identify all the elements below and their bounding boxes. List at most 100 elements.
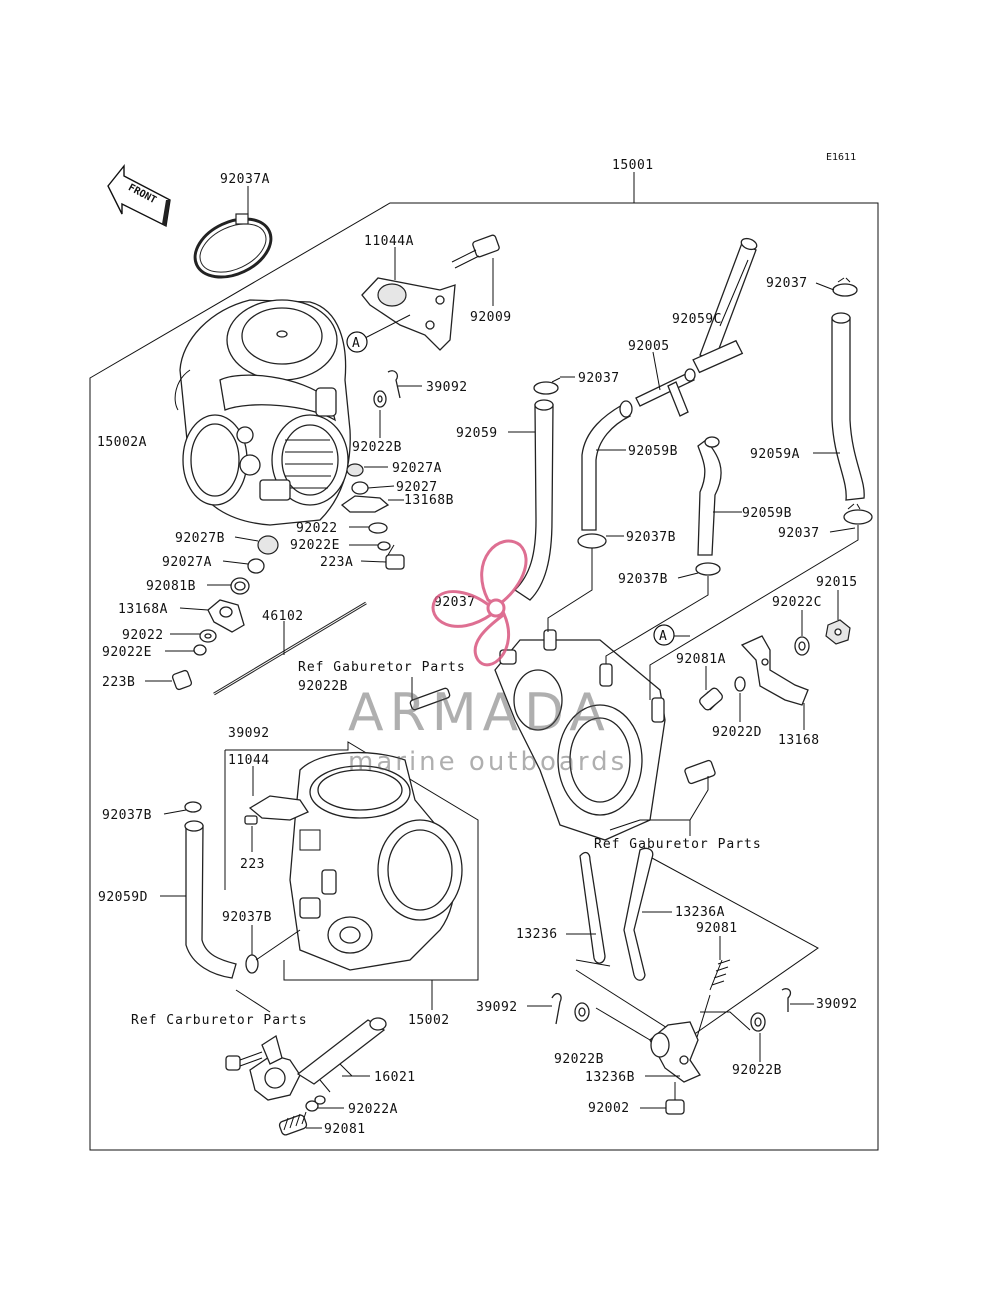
marker-a-2-label: A [659, 629, 667, 644]
label-92022E-left: 92022E [102, 645, 152, 660]
label-92022B-top: 92022B [352, 440, 402, 455]
label-39092-b1: 39092 [476, 1000, 518, 1015]
front-arrow-icon: FRONT [107, 164, 171, 228]
leader-223A [360, 560, 387, 563]
label-223: 223 [240, 857, 265, 872]
marker-a-1-label: A [352, 336, 360, 351]
ref-label-2: Ref Gaburetor Parts [594, 837, 762, 852]
label-92022C: 92022C [772, 595, 822, 610]
watermark-tagline: marine outboards [348, 747, 627, 777]
nut-92015-part [825, 619, 851, 645]
clamp-92037-top-part [832, 277, 858, 297]
leader-ref3-a [235, 989, 271, 1013]
label-13168A: 13168A [118, 602, 168, 617]
label-92022D: 92022D [712, 725, 762, 740]
label-11044: 11044 [228, 753, 270, 768]
leader-92037-right [829, 527, 856, 533]
link-13236-part [579, 851, 606, 964]
leader-hose-to-body-2 [605, 576, 709, 664]
label-223A: 223A [320, 555, 353, 570]
label-92022-left: 92022 [122, 628, 164, 643]
label-13236B: 13236B [585, 1070, 635, 1085]
label-92027A-top: 92027A [392, 461, 442, 476]
marker-a-1 [346, 331, 368, 353]
bolt-ref3-part [225, 1051, 263, 1071]
screw-92002-part [665, 1099, 685, 1115]
carburetor-15002-part [224, 741, 479, 981]
label-11044A: 11044A [364, 234, 414, 249]
propeller-logo-icon [431, 539, 528, 667]
washer-92022A-part [305, 1095, 326, 1112]
ref-label-3: Ref Carburetor Parts [131, 1013, 308, 1028]
spring-92081B-part [230, 577, 250, 595]
shaft-46102-part [213, 601, 367, 696]
carburetor-15002A-part [174, 299, 351, 526]
label-92037B-4: 92037B [222, 910, 272, 925]
washer-92022-left-part [199, 629, 217, 643]
ref-label-1: Ref Gaburetor Parts [298, 660, 466, 675]
label-13236: 13236 [516, 927, 558, 942]
label-92022A: 92022A [348, 1102, 398, 1117]
label-92027A-left: 92027A [162, 555, 212, 570]
leader-hose-to-body-3 [649, 525, 859, 700]
bolt-ref1-part [409, 687, 451, 711]
bolt-92009-part [451, 234, 500, 269]
clamp-92037-right-part [843, 503, 873, 525]
label-92037B-2: 92037B [618, 572, 668, 587]
spring-92081-bottom-part [278, 1111, 308, 1136]
cap-92027A-left-part [247, 558, 265, 574]
hose-92059D-part [184, 820, 237, 979]
label-13168: 13168 [778, 733, 820, 748]
leader-92037-top [815, 282, 835, 291]
washer-92022B-b1-part [574, 1002, 590, 1022]
diagram-code: E1611 [826, 152, 856, 163]
link-13236A-part [623, 847, 654, 981]
assembly-frame [89, 202, 879, 1151]
leader-92022B-b1 [595, 1007, 651, 1041]
leader-A1 [364, 314, 411, 339]
washer-92022B-top-part [373, 390, 387, 408]
label-92037B-1: 92037B [626, 530, 676, 545]
hose-92059C-part [692, 237, 758, 374]
bracket-13168-part [740, 635, 809, 706]
screw-223-part [244, 815, 258, 825]
pin-39092-b1-part [551, 993, 562, 1025]
lever-13236B-part [649, 1021, 701, 1083]
hose-92059A-part [831, 312, 865, 501]
clamp-92037B-2-part [695, 562, 721, 576]
label-92037-left: 92037 [434, 595, 476, 610]
leader-92027B [234, 536, 259, 542]
linkage-outline-a [651, 857, 819, 1041]
label-92022B-b2: 92022B [732, 1063, 782, 1078]
label-92037A: 92037A [220, 172, 270, 187]
linkage-outline-c [575, 959, 611, 967]
washer-92022E-top-part [377, 541, 391, 551]
label-92022B-mid: 92022B [298, 679, 348, 694]
label-223B: 223B [102, 675, 135, 690]
label-16021: 16021 [374, 1070, 416, 1085]
spring-92081-right-part [709, 959, 731, 991]
label-92059A: 92059A [750, 447, 800, 462]
label-92022B-b1: 92022B [554, 1052, 604, 1067]
screw-223A-part [385, 544, 405, 570]
cap-92027B-part [257, 535, 279, 555]
label-92037-mid: 92037 [578, 371, 620, 386]
label-92081-bottom: 92081 [324, 1122, 366, 1137]
label-39092-mid: 39092 [228, 726, 270, 741]
leader-92027 [367, 485, 395, 489]
label-92081B: 92081B [146, 579, 196, 594]
label-92015: 92015 [816, 575, 858, 590]
label-92027: 92027 [396, 480, 438, 495]
label-92059D: 92059D [98, 890, 148, 905]
leader-92037B-2 [677, 572, 699, 579]
label-92027B: 92027B [175, 531, 225, 546]
bolt-ref2-part [684, 759, 716, 785]
leader-92037B-4-b [255, 929, 301, 961]
label-92005: 92005 [628, 339, 670, 354]
label-13236A: 13236A [675, 905, 725, 920]
leader-92022B-b2-b [700, 1011, 751, 1031]
washer-92022E-left-part [193, 644, 207, 656]
clamp-92037B-1-part [577, 533, 607, 549]
clamp-92037-mid-part [533, 377, 561, 395]
